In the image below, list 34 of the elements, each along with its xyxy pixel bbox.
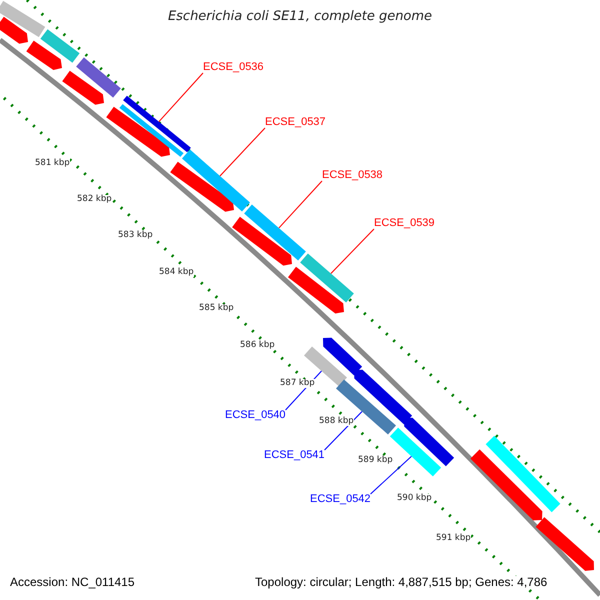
title: Escherichia coli SE11, complete genome bbox=[166, 10, 434, 23]
leader-line bbox=[370, 456, 412, 494]
tick-label: 590 kbp bbox=[397, 494, 432, 502]
leader-line bbox=[330, 228, 374, 274]
gene-label: ECSE_0538 bbox=[322, 170, 383, 181]
gene-label: ECSE_0539 bbox=[374, 218, 435, 229]
footer-text: Accession: NC_011415 bbox=[10, 576, 135, 588]
gene-bar bbox=[486, 436, 560, 512]
gene-bar bbox=[123, 96, 191, 152]
gene-label: ECSE_0537 bbox=[265, 117, 326, 128]
tick-label: 591 kbp bbox=[436, 534, 471, 542]
gene-label: ECSE_0540 bbox=[225, 410, 286, 421]
gene-bar bbox=[0, 0, 46, 38]
gene-bar bbox=[182, 150, 250, 212]
tick-label: 581 kbp bbox=[35, 159, 70, 168]
gene-bar bbox=[300, 254, 354, 302]
tick-label: 589 kbp bbox=[358, 456, 393, 464]
tick-label: 584 kbp bbox=[159, 268, 194, 276]
leader-line bbox=[158, 72, 204, 122]
tick-label: 583 kbp bbox=[118, 231, 153, 240]
tick-label: 587 kbp bbox=[280, 379, 315, 388]
leader-line bbox=[278, 180, 322, 228]
tick-label: 588 kbp bbox=[319, 417, 354, 426]
tick-label: 586 kbp bbox=[240, 341, 275, 350]
gene-bar bbox=[336, 380, 396, 434]
footer-text: Topology: circular; Length: 4,887,515 bp; Genes: 4,786 bbox=[255, 576, 548, 588]
leader-line bbox=[324, 411, 363, 450]
gene-label: ECSE_0542 bbox=[310, 494, 371, 505]
tick-label: 585 kbp bbox=[199, 304, 234, 312]
leader-line bbox=[219, 128, 266, 176]
gene-label: ECSE_0536 bbox=[203, 62, 264, 73]
tick-label: 582 kbp bbox=[77, 195, 112, 204]
gene-label: ECSE_0541 bbox=[264, 450, 325, 461]
gene-bar bbox=[244, 204, 306, 260]
